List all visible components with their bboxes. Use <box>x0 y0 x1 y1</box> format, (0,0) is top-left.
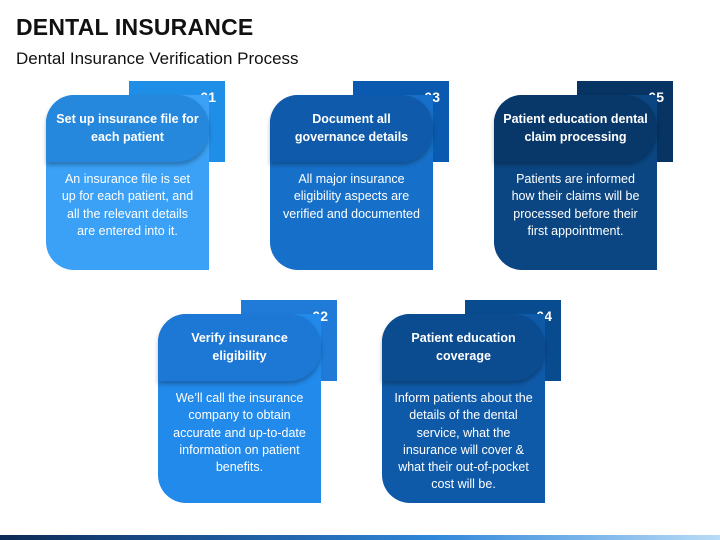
step-description: All major insurance eligibility aspects … <box>283 172 420 221</box>
step-description: Inform patients about the details of the… <box>394 391 533 492</box>
step-description: Patients are informed how their claims w… <box>511 172 640 238</box>
step-card-01: 01 Set up insurance file for each patien… <box>46 81 225 270</box>
step-heading: Verify insurance eligibility <box>158 314 321 381</box>
page-title: DENTAL INSURANCE <box>16 14 254 40</box>
step-card-03: 03 Document all governance details All m… <box>270 81 449 270</box>
page-subtitle: Dental Insurance Verification Process <box>16 49 299 68</box>
step-heading: Document all governance details <box>270 95 433 162</box>
step-description: An insurance file is set up for each pat… <box>61 172 194 238</box>
step-heading: Patient education coverage <box>382 314 545 381</box>
step-card-02: 02 Verify insurance eligibility We’ll ca… <box>158 300 337 503</box>
bottom-accent-bar <box>0 535 720 540</box>
step-description: We’ll call the insurance company to obta… <box>173 391 306 474</box>
step-heading: Set up insurance file for each patient <box>46 95 209 162</box>
step-card-05: 05 Patient education dental claim proces… <box>494 81 673 270</box>
step-heading: Patient education dental claim processin… <box>494 95 657 162</box>
step-card-04: 04 Patient education coverage Inform pat… <box>382 300 561 503</box>
